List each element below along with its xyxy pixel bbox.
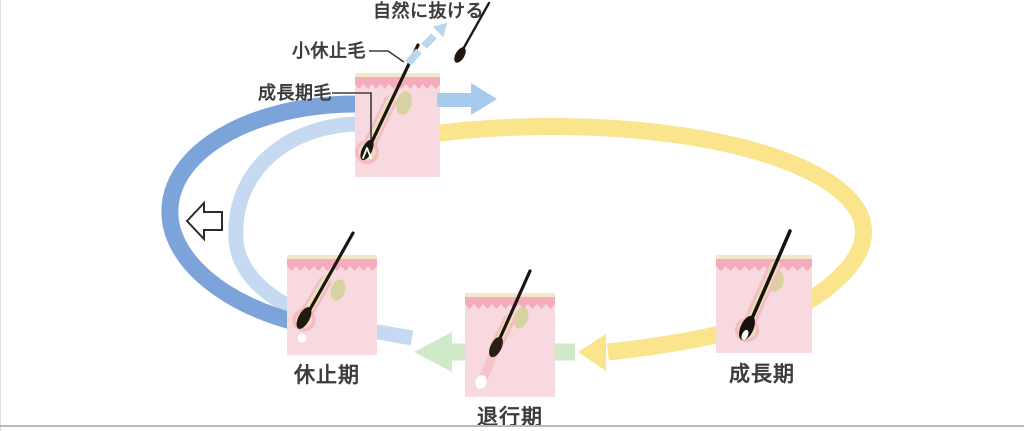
regressing-tail bbox=[478, 348, 499, 384]
skin-surface bbox=[355, 73, 440, 78]
hair-shaft bbox=[745, 229, 792, 332]
frame-bottom-border bbox=[0, 425, 1024, 427]
skin-surface bbox=[465, 293, 555, 298]
label-phase-anagen: 成長期 bbox=[729, 363, 795, 386]
skin-block-telogen bbox=[287, 231, 377, 355]
skin-surface bbox=[716, 255, 812, 260]
sebaceous-gland bbox=[330, 279, 346, 301]
green-arrowhead-icon bbox=[414, 332, 452, 372]
label-falls-out-naturally: 自然に抜ける bbox=[373, 1, 484, 21]
skin-surface bbox=[287, 255, 377, 260]
arrow-right-blue-icon bbox=[437, 83, 497, 115]
skin-block-anagen bbox=[716, 229, 813, 353]
club-hair-root bbox=[489, 336, 503, 358]
club-hair-root bbox=[296, 307, 312, 329]
fallen-hair-icon bbox=[454, 1, 491, 63]
papilla-highlight bbox=[741, 329, 749, 341]
cycle-arc-blue bbox=[161, 95, 357, 331]
new-hair-fork bbox=[362, 147, 372, 159]
label-phase-telogen: 休止期 bbox=[294, 364, 360, 387]
hair-shaft bbox=[494, 269, 532, 349]
pointer-anagen-hair bbox=[332, 92, 372, 140]
skin-block-transition bbox=[355, 43, 440, 177]
hair-shaft bbox=[302, 231, 355, 322]
sebaceous-gland bbox=[513, 307, 529, 329]
arrow-dashed-shed-icon bbox=[405, 22, 448, 66]
pointer-small-resting-hair bbox=[369, 50, 405, 63]
detached-papilla bbox=[475, 375, 487, 389]
dermal-papilla-dot bbox=[297, 333, 307, 343]
arrow-left-outline-icon bbox=[185, 200, 223, 242]
sebaceous-gland bbox=[396, 91, 412, 115]
label-phase-catagen: 退行期 bbox=[477, 406, 543, 429]
callout-pointer-lines bbox=[332, 50, 405, 140]
label-small-resting-hair: 小休止毛 bbox=[292, 41, 366, 61]
yellow-arrowhead-icon bbox=[578, 334, 606, 371]
skin-block-catagen bbox=[465, 269, 555, 397]
label-anagen-hair: 成長期毛 bbox=[258, 83, 332, 103]
frame-left-border bbox=[0, 0, 1, 431]
